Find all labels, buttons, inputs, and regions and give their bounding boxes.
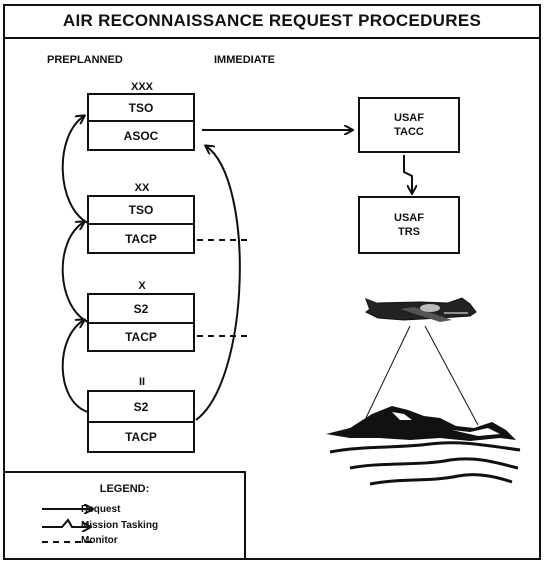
legend-box: LEGEND: Request Mission Tasking Monitor [3,471,246,560]
terrain-icon [326,406,521,486]
request-arrow-bn-to-bde [61,320,89,413]
battalion-box: S2 TACP [87,390,195,453]
preplanned-label: PREPLANNED [47,54,123,66]
echelon-marker-brigade: X [138,280,146,292]
usaf-tacc-line1: USAF [394,112,424,124]
mission-tasking-arrow-tacc-to-trs [403,155,412,193]
request-arrow-bn-to-asoc [195,146,241,421]
usaf-tacc-line2: TACC [394,126,424,138]
echelon-marker-division: XX [134,182,150,194]
usaf-tacc-box: USAF TACC [358,97,460,153]
sensor-line-right [424,325,479,426]
brigade-box: S2 TACP [87,293,195,352]
brigade-tacp-cell: TACP [125,330,157,344]
corps-asoc-cell: ASOC [123,128,159,143]
title-bar: AIR RECONNAISSANCE REQUEST PROCEDURES [3,4,541,39]
legend-label-request: Request [81,504,121,515]
legend-label-monitor: Monitor [81,535,118,546]
corps-tso-cell: TSO [89,95,193,122]
request-arrow-div-to-corps [61,116,89,224]
usaf-trs-box: USAF TRS [358,196,460,254]
echelon-marker-corps: XXX [130,81,153,93]
brigade-s2-cell: S2 [89,295,193,324]
diagram-frame [3,4,541,560]
usaf-trs-line2: TRS [398,226,420,238]
request-arrow-bde-to-div [61,222,89,323]
sensor-line-left [364,325,411,421]
diagram-title: AIR RECONNAISSANCE REQUEST PROCEDURES [62,10,482,30]
battalion-s2-cell: S2 [89,392,193,423]
usaf-trs-line1: USAF [394,212,424,224]
division-tso-cell: TSO [89,197,193,225]
legend-mission-tasking-sample [42,518,90,527]
division-tacp-cell: TACP [125,231,157,246]
recon-aircraft-icon [365,297,477,322]
echelon-marker-battalion: II [138,376,146,388]
legend-title: LEGEND: [99,483,150,495]
battalion-tacp-cell: TACP [125,430,157,444]
immediate-label: IMMEDIATE [214,54,275,66]
corps-box: TSO ASOC [87,93,195,151]
legend-label-mission-tasking: Mission Tasking [81,520,159,531]
division-box: TSO TACP [87,195,195,254]
